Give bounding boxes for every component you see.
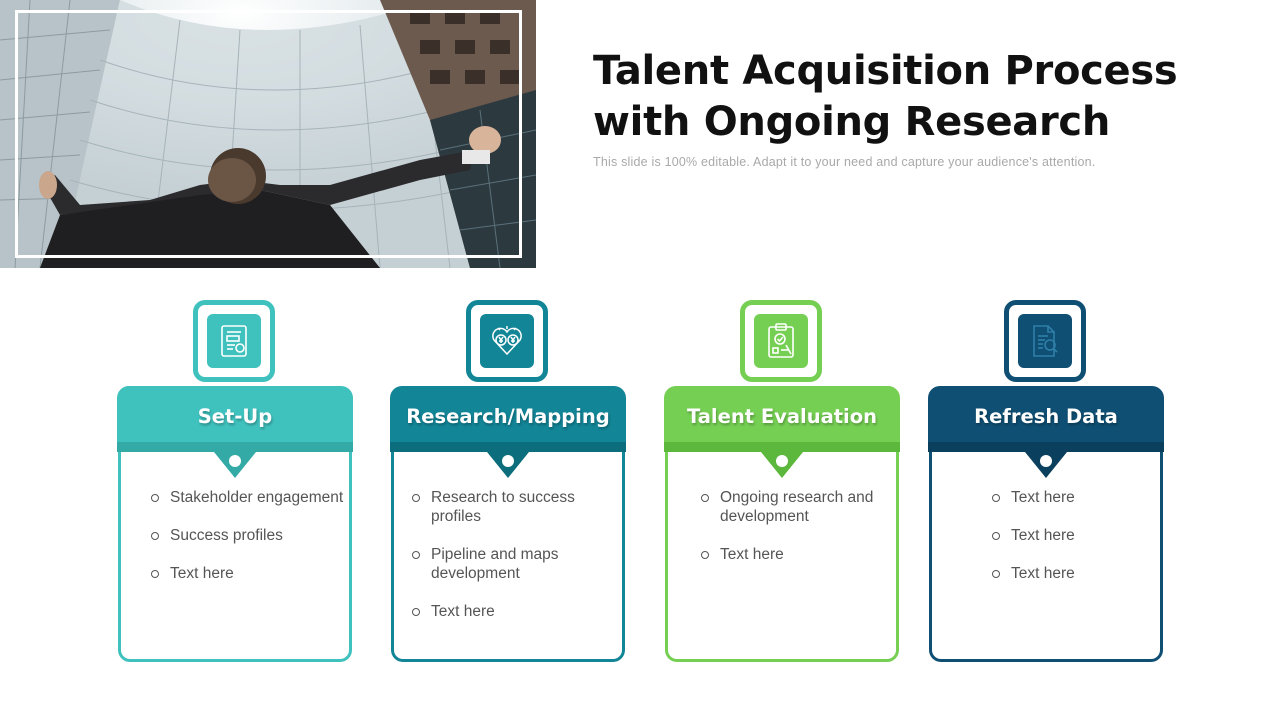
list-item: Research to success profiles [412,488,622,526]
card-header: Research/Mapping [390,386,626,452]
icon-box [466,300,548,382]
businessman-skyscraper-illustration [0,0,536,268]
card-set-up: Set-Up Stakeholder engagement Success pr… [117,300,353,662]
card-body: Stakeholder engagement Success profiles … [118,452,352,662]
pointer-dot [1040,455,1052,467]
photo-frame [15,10,522,258]
card-research-mapping: Research/Mapping Research to success pro… [390,300,626,662]
hero-photo [0,0,536,268]
pointer-dot [776,455,788,467]
bullet-list: Research to success profiles Pipeline an… [412,488,622,640]
card-body: Ongoing research and development Text he… [665,452,899,662]
yen-lightbulb-icon [480,314,534,368]
card-talent-evaluation: Talent Evaluation Ongoing research and d… [664,300,900,662]
icon-box [1004,300,1086,382]
card-title: Set-Up [197,404,273,428]
icon-box [740,300,822,382]
list-item: Text here [992,488,1075,507]
list-item: Ongoing research and development [701,488,896,526]
card-header: Refresh Data [928,386,1164,452]
page-title: Talent Acquisition Process with Ongoing … [593,48,1178,145]
pointer-dot [229,455,241,467]
clipboard-check-icon [754,314,808,368]
list-item: Text here [412,602,622,621]
list-item: Text here [992,564,1075,583]
list-item: Pipeline and maps development [412,545,622,583]
card-body: Text here Text here Text here [929,452,1163,662]
card-body: Research to success profiles Pipeline an… [391,452,625,662]
card-header: Set-Up [117,386,353,452]
card-title: Refresh Data [974,404,1118,428]
list-item: Text here [151,564,343,583]
list-item: Text here [992,526,1075,545]
form-document-icon [207,314,261,368]
page-subtitle: This slide is 100% editable. Adapt it to… [593,155,1096,169]
list-item: Stakeholder engagement [151,488,343,507]
bullet-list: Ongoing research and development Text he… [701,488,896,583]
icon-box [193,300,275,382]
bullet-list: Text here Text here Text here [992,488,1075,602]
list-item: Success profiles [151,526,343,545]
card-title: Talent Evaluation [686,404,878,428]
card-refresh-data: Refresh Data Text here Text here Text he… [928,300,1164,662]
pointer-dot [502,455,514,467]
document-search-icon [1018,314,1072,368]
list-item: Text here [701,545,896,564]
bullet-list: Stakeholder engagement Success profiles … [151,488,343,602]
card-title: Research/Mapping [406,404,610,428]
card-header: Talent Evaluation [664,386,900,452]
